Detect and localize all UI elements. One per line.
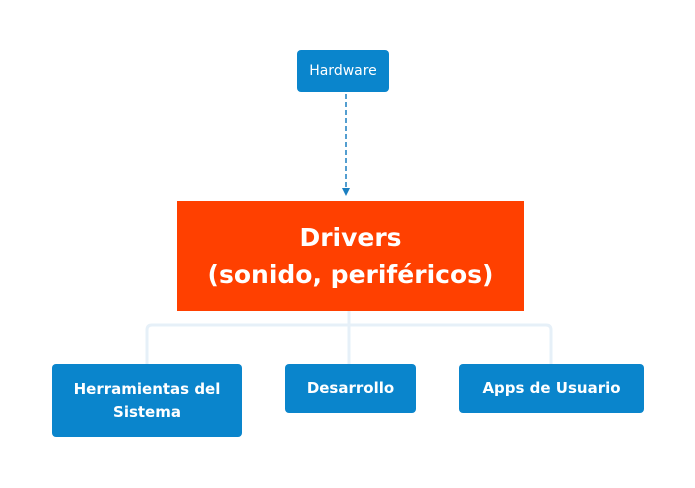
drivers-node: Drivers (sonido, periféricos) xyxy=(177,201,524,311)
hardware-label: Hardware xyxy=(309,63,377,79)
herramientas-label-line1: Herramientas del xyxy=(73,379,221,398)
apps-usuario-label: Apps de Usuario xyxy=(482,379,621,397)
herramientas-label-line2: Sistema xyxy=(113,402,181,421)
desarrollo-node: Desarrollo xyxy=(285,364,416,413)
edge-drivers-children xyxy=(145,311,553,364)
desarrollo-label: Desarrollo xyxy=(306,379,395,397)
hardware-node: Hardware xyxy=(297,50,389,92)
drivers-title: Drivers xyxy=(299,223,402,252)
herramientas-sistema-node: Herramientas del Sistema xyxy=(52,364,242,437)
apps-usuario-node: Apps de Usuario xyxy=(459,364,644,413)
drivers-subtitle: (sonido, periféricos) xyxy=(207,260,494,289)
